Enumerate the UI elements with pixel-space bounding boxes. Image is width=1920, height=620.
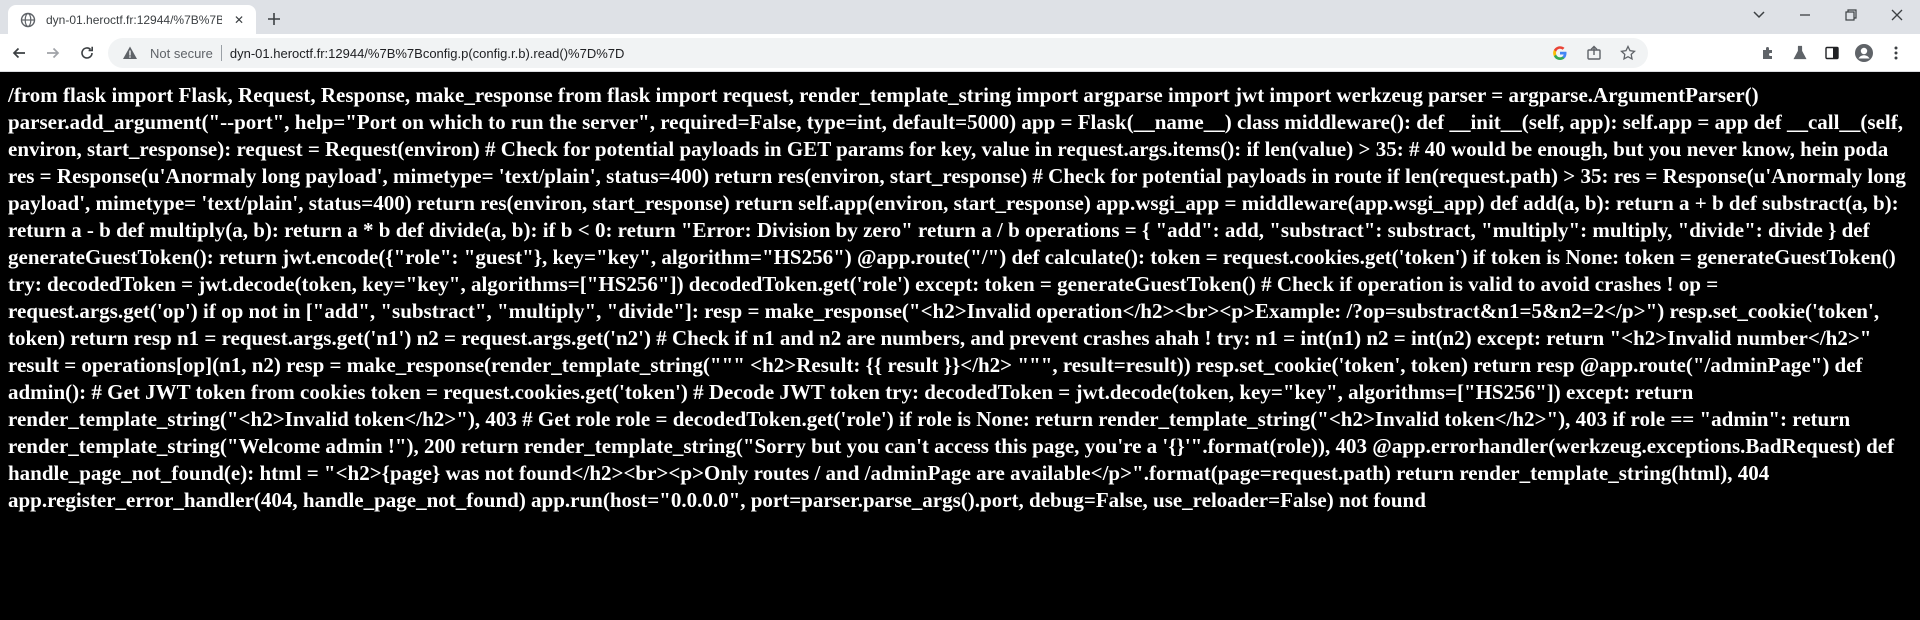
close-window-button[interactable] <box>1874 0 1920 30</box>
profile-avatar-icon[interactable] <box>1852 41 1876 65</box>
tab-search-icon[interactable] <box>1736 0 1782 30</box>
address-bar[interactable]: Not secure dyn-01.heroctf.fr:12944/%7B%7… <box>108 38 1648 68</box>
security-label[interactable]: Not secure <box>150 45 213 61</box>
share-icon[interactable] <box>1582 41 1606 65</box>
close-tab-icon[interactable]: ✕ <box>233 12 245 27</box>
restore-button[interactable] <box>1828 0 1874 30</box>
tab-strip: dyn-01.heroctf.fr:12944/%7B%7Bconfig.p(c… <box>0 0 1920 34</box>
back-button[interactable] <box>4 38 34 68</box>
url-text[interactable]: dyn-01.heroctf.fr:12944/%7B%7Bconfig.p(c… <box>229 45 625 61</box>
flask-icon[interactable] <box>1788 41 1812 65</box>
browser-tab[interactable]: dyn-01.heroctf.fr:12944/%7B%7Bconfig.p(c… <box>8 5 256 34</box>
kebab-menu-icon[interactable] <box>1884 41 1908 65</box>
page-content: /from flask import Flask, Request, Respo… <box>0 72 1920 620</box>
leaked-source-code: /from flask import Flask, Request, Respo… <box>8 83 1906 512</box>
warning-icon[interactable] <box>118 41 142 65</box>
new-tab-button[interactable] <box>262 7 286 31</box>
toolbar-extensions <box>1756 38 1908 68</box>
puzzle-extensions-icon[interactable] <box>1756 41 1780 65</box>
google-lens-icon[interactable] <box>1548 41 1572 65</box>
divider <box>220 45 222 61</box>
forward-button[interactable] <box>38 38 68 68</box>
side-panel-icon[interactable] <box>1820 41 1844 65</box>
globe-icon <box>20 12 36 28</box>
minimize-button[interactable] <box>1782 0 1828 30</box>
tab-title: dyn-01.heroctf.fr:12944/%7B%7Bconfig.p(c… <box>46 12 222 27</box>
browser-toolbar: Not secure dyn-01.heroctf.fr:12944/%7B%7… <box>0 34 1920 72</box>
reload-button[interactable] <box>72 38 102 68</box>
bookmark-star-icon[interactable] <box>1616 41 1640 65</box>
